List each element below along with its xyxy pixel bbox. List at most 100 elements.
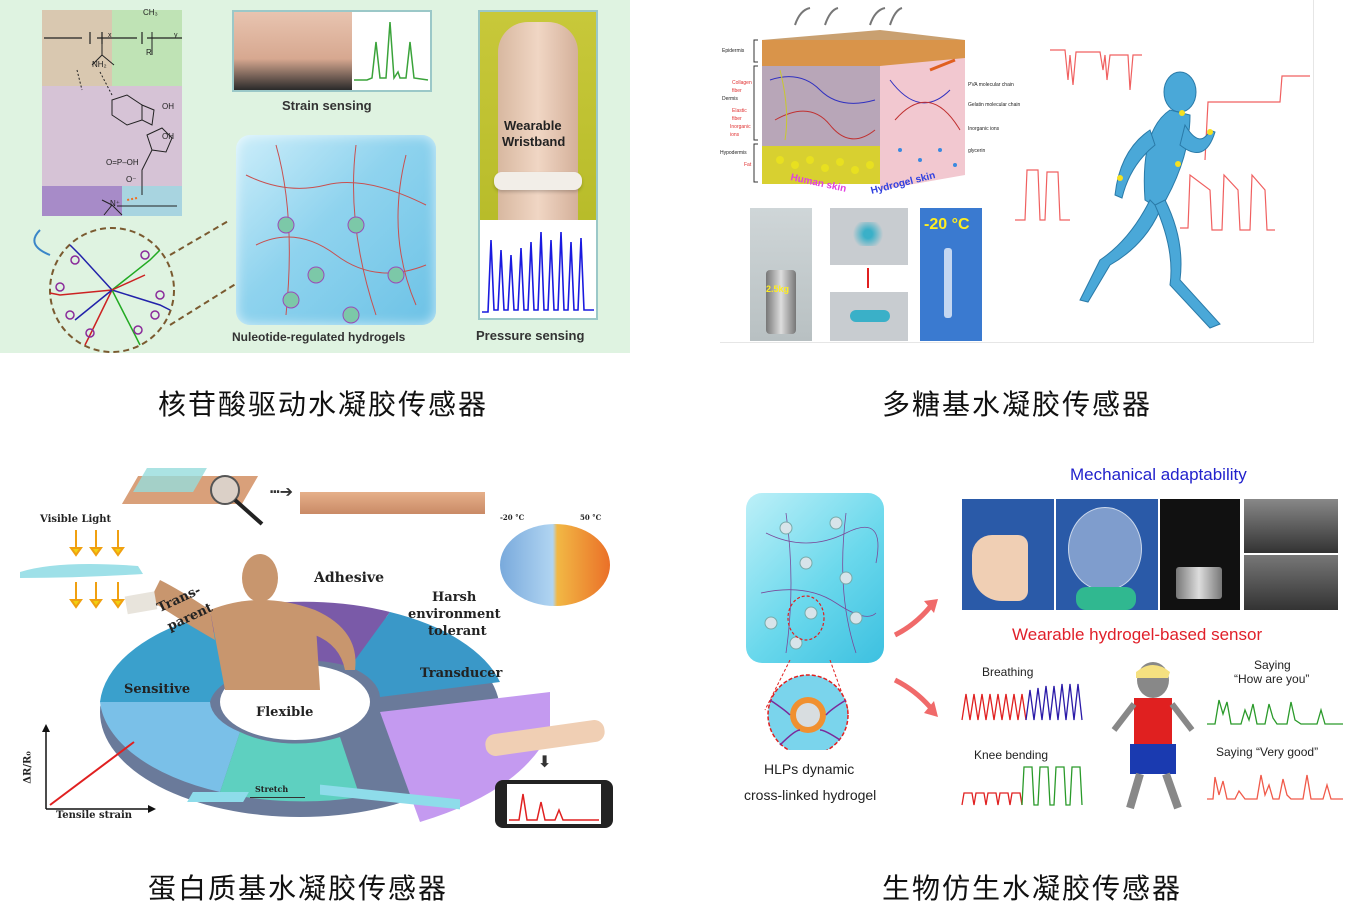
wristband-label: Wristband [502, 134, 566, 149]
stretch-arrow [250, 797, 305, 798]
glycerin-label: glycerin [968, 148, 986, 154]
sensitive-label: Sensitive [124, 682, 191, 697]
breathing-signal-chart [961, 683, 1083, 721]
chem-block-blue [122, 186, 182, 216]
dermis-label: Dermis [722, 96, 738, 102]
wristband-object [494, 172, 582, 190]
elastic-label: Elastic [732, 108, 747, 114]
healed-photo [830, 292, 908, 341]
chem-phosphate-label: O=P–OH [106, 158, 139, 167]
skin-block-diagram [753, 7, 965, 190]
chem-block-green [112, 10, 182, 86]
transducer-label: Transducer [420, 666, 503, 681]
child-figure [1111, 662, 1195, 810]
chem-nh2-label: NH₂ [92, 60, 107, 69]
hlp-hydrogel-cube [746, 493, 884, 663]
strain-response-graph [42, 724, 156, 813]
runner-signals [1015, 49, 1310, 231]
hlp-network [760, 512, 879, 654]
short-strip [187, 792, 249, 802]
stretch-label: Stretch [255, 784, 289, 794]
inorganic-ions-label: Inorganic ions [968, 126, 1000, 132]
muscular-man [124, 554, 356, 690]
saying-label-1b: “How are you” [1234, 672, 1310, 686]
neck-photo [234, 12, 352, 90]
tensile-strain-label: Tensile strain [56, 810, 133, 821]
fist [972, 535, 1028, 601]
pressure-sensing-label: Pressure sensing [476, 328, 585, 343]
weight-label: 2.5kg [766, 284, 790, 294]
wristband-frame: Wearable Wristband [478, 10, 598, 320]
chem-oh2-label: OH [162, 132, 174, 141]
visible-light-label: Visible Light [40, 514, 112, 525]
collagen-label: Collagen [732, 80, 752, 86]
gelatin-label: Gelatin molecular chain [968, 102, 1021, 108]
weight-photo: 2.5kg [750, 208, 812, 341]
temperature-label: -20 °C [924, 216, 970, 233]
flexible-label: Flexible [256, 705, 314, 720]
chem-x-label: x [108, 32, 112, 39]
pressure-signal-chart [482, 231, 594, 313]
syringe-photo: -20 °C [920, 208, 982, 341]
chem-ch3-label: CH₃ [143, 8, 158, 17]
epidermis-label: Epidermis [722, 48, 745, 54]
running-figure [1079, 71, 1221, 329]
magnifier-icon [210, 475, 264, 526]
hlps-label-2: cross-linked hydrogel [744, 787, 877, 803]
down-dashed-arrow-icon: ⬇ [538, 754, 552, 771]
temp-cold-label: -20 °C [500, 513, 525, 522]
caption-biomimetic: 生物仿生水凝胶传感器 [882, 872, 1183, 905]
cube-title-label: Nuleotide-regulated hydrogels [232, 330, 406, 344]
panel-nucleotide: CH₃ x y R NH₂ OH OH O=P–OH O⁻ N⁺ [0, 0, 630, 353]
panel-biomimetic: HLPs dynamic cross-linked hydrogel Mecha… [730, 455, 1346, 820]
panel-protein: ┅➔ Visible Light -20 °C 50 °C A [0, 462, 640, 832]
inorganic-label: Inorganic [730, 124, 751, 130]
balloon [1068, 507, 1142, 591]
harsh-label-2: environment [408, 607, 501, 622]
wearable-sensor-title: Wearable hydrogel-based sensor [1012, 625, 1263, 644]
temperature-yin-yang [500, 524, 610, 606]
fat-label: Fat [744, 162, 752, 168]
weight-hang-photo [1160, 499, 1240, 610]
chem-block-violet [42, 186, 122, 216]
how-are-you-signal-chart [1207, 699, 1343, 725]
panel-polysaccharide: Epidermis Collagen fiber Dermis Elastic … [720, 0, 1314, 343]
balloon-photo [1056, 499, 1158, 610]
harsh-label-3: tolerant [428, 624, 487, 639]
pva-label: PVA molecular chain [968, 82, 1014, 88]
hlps-label-1: HLPs dynamic [764, 761, 855, 777]
fist-photo [962, 499, 1054, 610]
very-good-signal-chart [1207, 774, 1343, 800]
chem-r-label: R [146, 48, 152, 57]
chem-y-label: y [174, 32, 178, 39]
ions-label: ions [730, 132, 740, 138]
down-arrow [867, 268, 869, 288]
hlp-zoom-circle [764, 660, 849, 750]
strain-signal-chart [354, 21, 429, 81]
phone-frame [495, 780, 613, 828]
elastic-fiber-label: fiber [732, 116, 742, 122]
adhesive-label: Adhesive [314, 570, 384, 586]
light-arrows [20, 530, 143, 609]
strain-photo-frame [232, 10, 432, 92]
hypodermis-label: Hypodermis [720, 150, 747, 156]
collagen-fiber-label: fiber [732, 88, 742, 94]
caption-polysaccharide: 多糖基水凝胶传感器 [882, 388, 1153, 421]
chemical-structure [44, 32, 182, 216]
wearable-label: Wearable [504, 118, 562, 133]
saying-label-1a: Saying [1254, 658, 1291, 672]
fragments-photo [830, 208, 908, 265]
glove [1076, 587, 1136, 610]
healed-gel [850, 310, 890, 322]
temp-hot-label: 50 °C [580, 513, 602, 522]
hydrogel-cube [236, 135, 436, 325]
caption-nucleotide: 核苷酸驱动水凝胶传感器 [158, 388, 489, 421]
fragments [850, 222, 886, 246]
shoe-photo-top [1244, 499, 1338, 553]
saying-very-good-label: Saying “Very good” [1216, 745, 1319, 759]
breathing-label: Breathing [982, 665, 1034, 679]
chem-oh1-label: OH [162, 102, 174, 111]
curved-arrows-icon [893, 599, 938, 717]
syringe [944, 248, 952, 318]
phone-signal-chart [507, 784, 601, 824]
